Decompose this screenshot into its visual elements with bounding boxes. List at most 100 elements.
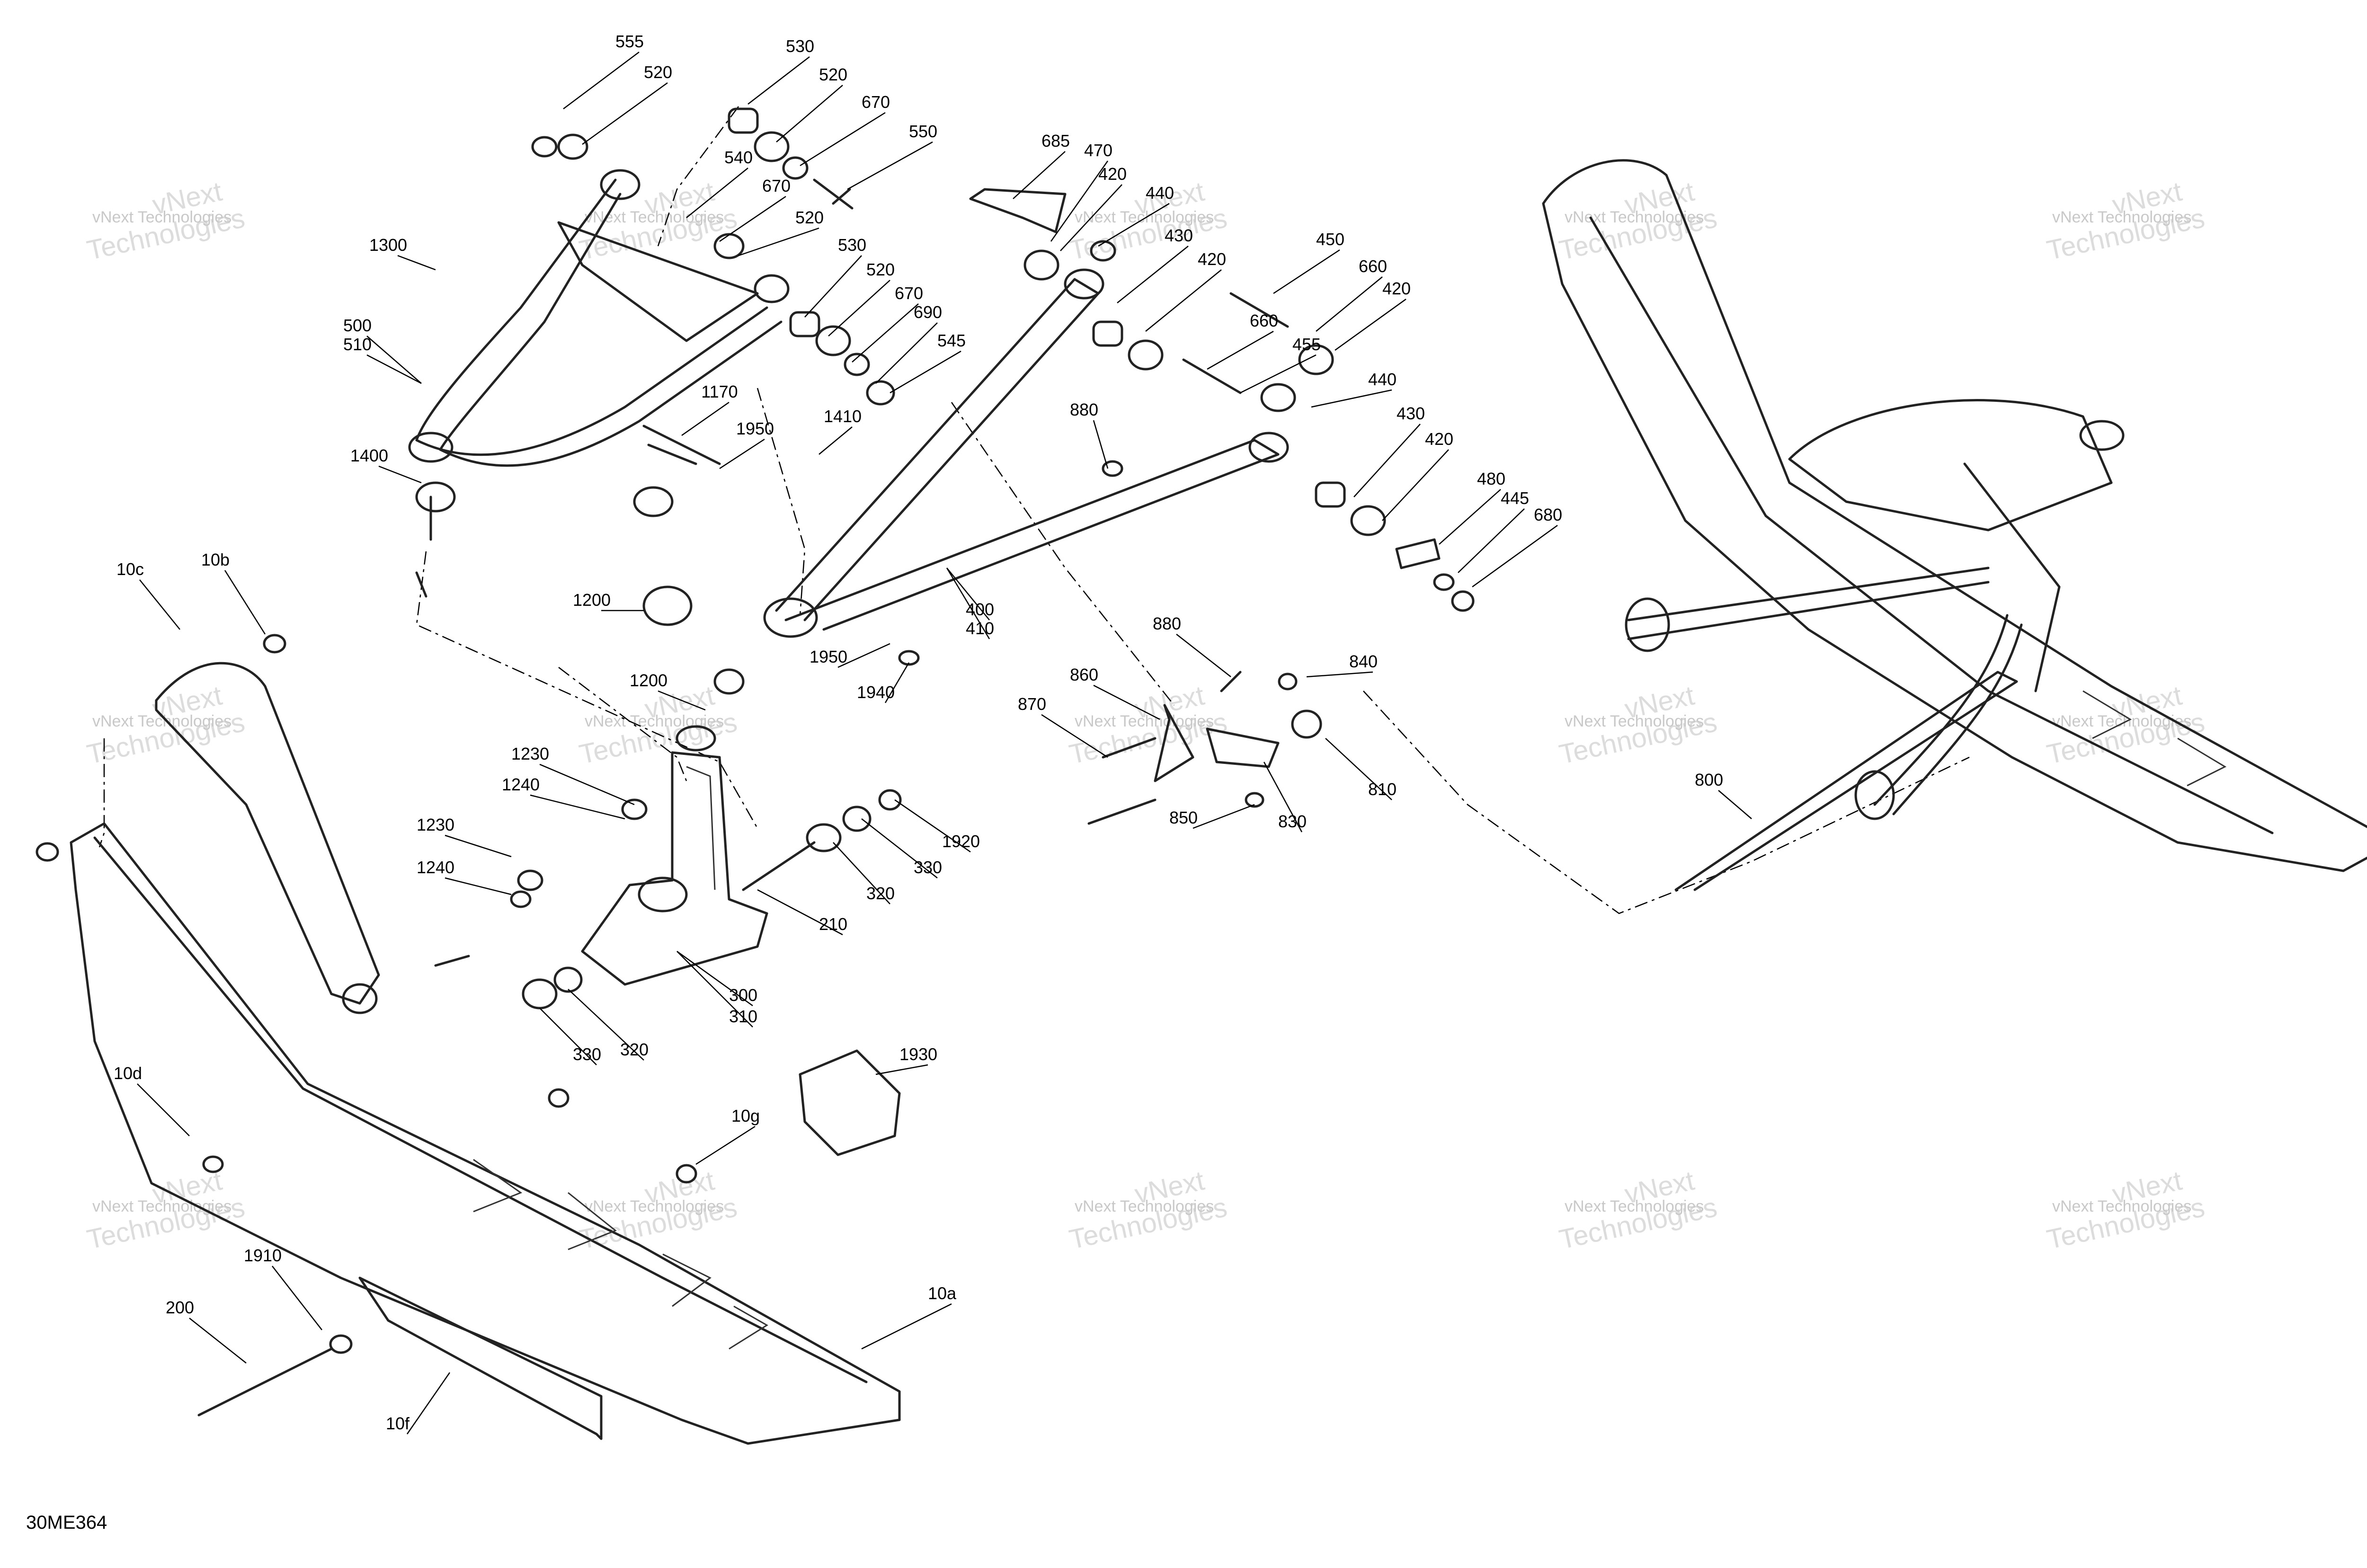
watermark-text: vNext Technologies	[1565, 712, 1704, 730]
diagram-code: 30ME364	[26, 1512, 107, 1533]
callout-leader	[719, 195, 786, 242]
callout-leader	[719, 438, 765, 470]
callout-leader	[1306, 671, 1373, 678]
callout-label: 555	[615, 32, 644, 51]
lower-a-arm	[763, 268, 1289, 638]
callout-label: 870	[1018, 694, 1046, 714]
callout-leader	[1325, 738, 1392, 800]
callout-label: 320	[866, 884, 895, 903]
callout-leader	[676, 950, 753, 1007]
callout-leader	[1013, 151, 1066, 199]
callout-leader	[884, 662, 910, 703]
callout-label: 520	[866, 260, 895, 279]
callout-leader	[875, 322, 938, 384]
callout-label: 10f	[386, 1414, 410, 1433]
callout-label: 450	[1316, 230, 1344, 249]
callout-label: 1940	[857, 682, 895, 702]
watermark-text: vNext Technologies	[1075, 208, 1214, 226]
callout-leader	[837, 643, 890, 668]
left-ski	[70, 662, 901, 1445]
callout-label: 1240	[417, 858, 454, 877]
callout-label: 550	[909, 122, 937, 141]
callout-label: 1240	[502, 775, 540, 794]
callout-label: 810	[1368, 780, 1397, 799]
callout-leader	[1093, 420, 1109, 469]
watermark-text: vNext Technologies	[1075, 1197, 1214, 1215]
callout-leader	[833, 842, 890, 904]
callout-leader	[686, 168, 748, 218]
callout-label: 1950	[736, 419, 774, 438]
callout-label: 10c	[116, 559, 144, 579]
callout-label: 320	[620, 1040, 649, 1059]
callout-leader	[378, 465, 422, 484]
callout-leader	[1273, 249, 1340, 294]
callout-label: 1910	[244, 1246, 282, 1265]
callout-label: 540	[724, 148, 753, 167]
callout-label: 1230	[417, 815, 454, 834]
callout-leader	[776, 85, 843, 142]
callout-label: 670	[762, 176, 791, 195]
callout-leader	[1093, 684, 1160, 720]
callout-label: 1200	[573, 590, 611, 610]
callout-leader	[137, 1083, 190, 1136]
callout-leader	[1207, 330, 1274, 370]
callout-label: 310	[729, 1007, 757, 1026]
callout-leader	[1060, 184, 1122, 251]
callout-leader	[366, 336, 422, 384]
callout-label: 1950	[810, 647, 847, 666]
callout-leader	[1458, 508, 1525, 573]
callout-leader	[1098, 203, 1170, 247]
watermark-text: vNext Technologies	[2052, 712, 2191, 730]
watermark-text: vNext Technologies	[2052, 208, 2191, 226]
callout-label: 430	[1397, 404, 1425, 423]
callout-label: 500	[343, 316, 372, 335]
callout-leader	[819, 426, 853, 455]
watermark-text: vNext Technologies	[2052, 1197, 2191, 1215]
spindle	[581, 725, 768, 986]
callout-label: 210	[819, 914, 847, 934]
callout-leader	[224, 570, 266, 635]
callout-leader	[800, 112, 886, 167]
callout-label: 1920	[942, 832, 980, 851]
callout-leader	[681, 401, 730, 436]
callout-label: 10g	[731, 1106, 760, 1125]
callout-label: 690	[914, 302, 942, 322]
callout-leader	[445, 877, 512, 895]
callout-label: 520	[819, 65, 847, 84]
callout-label: 420	[1098, 164, 1127, 184]
callout-leader	[757, 889, 843, 936]
callout-label: 880	[1153, 614, 1181, 633]
callout-label: 1410	[824, 407, 862, 426]
callout-label: 840	[1349, 652, 1378, 671]
callout-leader	[139, 579, 180, 630]
callout-leader	[1353, 424, 1421, 497]
callout-label: 1170	[701, 382, 738, 401]
callout-leader	[946, 567, 990, 620]
callout-label: 330	[573, 1045, 601, 1064]
callout-leader	[875, 1064, 928, 1075]
callout-label: 530	[838, 235, 866, 255]
callout-leader	[1263, 762, 1303, 833]
callout-label: 850	[1169, 808, 1198, 827]
callout-leader	[539, 1008, 597, 1065]
callout-label: 480	[1477, 469, 1505, 488]
callout-label: 545	[937, 331, 966, 350]
callout-label: 445	[1501, 488, 1529, 508]
watermark-text: vNext Technologies	[1075, 712, 1214, 730]
callout-leader	[738, 227, 819, 257]
callout-label: 670	[862, 92, 890, 112]
callout-leader	[406, 1372, 451, 1435]
callout-label: 440	[1368, 370, 1397, 389]
callout-label: 1400	[350, 446, 388, 465]
watermark-text: vNext Technologies	[1565, 1197, 1704, 1215]
callout-label: 1230	[511, 744, 549, 763]
callout-label: 880	[1070, 400, 1098, 419]
watermark-text: vNext Technologies	[92, 208, 231, 226]
callout-label: 10d	[114, 1063, 142, 1083]
callout-label: 1200	[630, 671, 667, 690]
callout-label: 470	[1084, 141, 1112, 160]
callout-leader	[946, 567, 990, 639]
